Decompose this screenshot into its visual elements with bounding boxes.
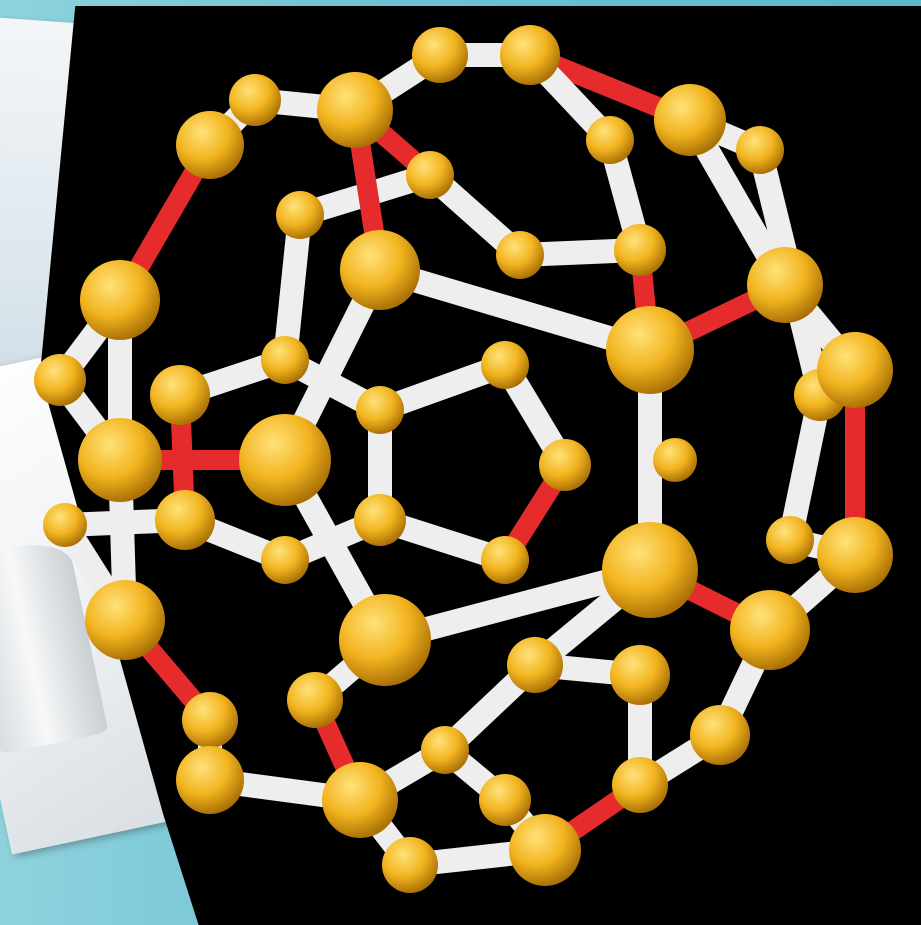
carbon-atom [85,580,165,660]
carbon-atom [176,111,244,179]
carbon-atom [229,74,281,126]
carbon-atom [606,306,694,394]
carbon-atom [34,354,86,406]
carbon-atom [500,25,560,85]
single-bond [376,258,654,362]
carbon-atom [539,439,591,491]
carbon-atom [43,503,87,547]
carbon-atom [317,72,393,148]
carbon-atom [80,260,160,340]
carbon-atom [817,517,893,593]
carbon-atom [481,536,529,584]
carbon-atom [421,726,469,774]
atom-group [34,25,893,893]
carbon-atom [155,490,215,550]
carbon-atom [382,837,438,893]
carbon-atom [356,386,404,434]
carbon-atom [612,757,668,813]
carbon-atom [602,522,698,618]
carbon-atom [287,672,343,728]
carbon-atom [239,414,331,506]
carbon-atom [654,84,726,156]
carbon-atom [182,692,238,748]
carbon-atom [261,336,309,384]
carbon-atom [479,774,531,826]
carbon-atom [586,116,634,164]
carbon-atom [507,637,563,693]
carbon-atom [610,645,670,705]
carbon-atom [690,705,750,765]
carbon-atom [322,762,398,838]
carbon-atom [653,438,697,482]
carbon-atom [614,224,666,276]
carbon-atom [78,418,162,502]
carbon-atom [406,151,454,199]
carbon-atom [412,27,468,83]
carbon-atom [481,341,529,389]
carbon-atom [261,536,309,584]
carbon-atom [736,126,784,174]
carbon-atom [730,590,810,670]
carbon-atom [339,594,431,686]
carbon-atom [509,814,581,886]
single-bond [273,213,312,362]
carbon-atom [150,365,210,425]
carbon-atom [276,191,324,239]
carbon-atom [747,247,823,323]
carbon-atom [496,231,544,279]
carbon-atom [766,516,814,564]
carbon-atom [354,494,406,546]
carbon-atom [817,332,893,408]
carbon-atom [340,230,420,310]
carbon-atom [176,746,244,814]
